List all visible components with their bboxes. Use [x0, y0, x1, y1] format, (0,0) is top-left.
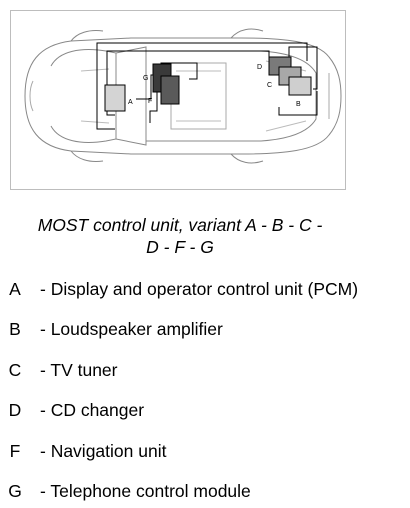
unit-g-label: G	[143, 75, 148, 82]
legend-item: G - Telephone control module	[0, 481, 410, 507]
car-body-outline	[24, 28, 342, 164]
legend-item: C - TV tuner	[0, 360, 410, 386]
unit-c-label: C	[267, 82, 272, 89]
legend-letter: F	[9, 441, 21, 461]
car-top-view-illustration: A G F D C B	[24, 28, 342, 164]
legend-text: - Loudspeaker amplifier	[40, 319, 223, 339]
legend-letter: B	[9, 319, 21, 339]
unit-a-label: A	[128, 99, 133, 106]
unit-f-box	[160, 75, 180, 105]
figure-caption: MOST control unit, variant A - B - C - D…	[0, 214, 360, 258]
legend-item: D - CD changer	[0, 400, 410, 426]
legend-letter: G	[8, 481, 22, 501]
legend-text: - CD changer	[40, 400, 145, 420]
legend-letter: A	[9, 279, 21, 299]
unit-b-label: B	[296, 101, 301, 108]
legend-item: A - Display and operator control unit (P…	[0, 279, 410, 305]
unit-f-label: F	[148, 98, 152, 105]
legend-text: - TV tuner	[40, 360, 118, 380]
legend-item: F - Navigation unit	[0, 441, 410, 467]
legend-text: - Display and operator control unit (PCM…	[40, 279, 359, 299]
unit-d-label: D	[257, 64, 262, 71]
legend-letter: C	[8, 360, 22, 380]
legend-item: B - Loudspeaker amplifier	[0, 319, 410, 345]
legend-letter: D	[8, 400, 22, 420]
car-diagram: A G F D C B	[10, 10, 346, 190]
legend-text: - Telephone control module	[40, 481, 251, 501]
unit-a-box	[104, 84, 126, 112]
caption-line-1: MOST control unit, variant A - B - C -	[37, 215, 323, 235]
unit-b-box	[288, 76, 312, 96]
legend-text: - Navigation unit	[40, 441, 167, 461]
most-ring-lines	[96, 42, 318, 130]
caption-line-2: D - F - G	[146, 237, 214, 257]
